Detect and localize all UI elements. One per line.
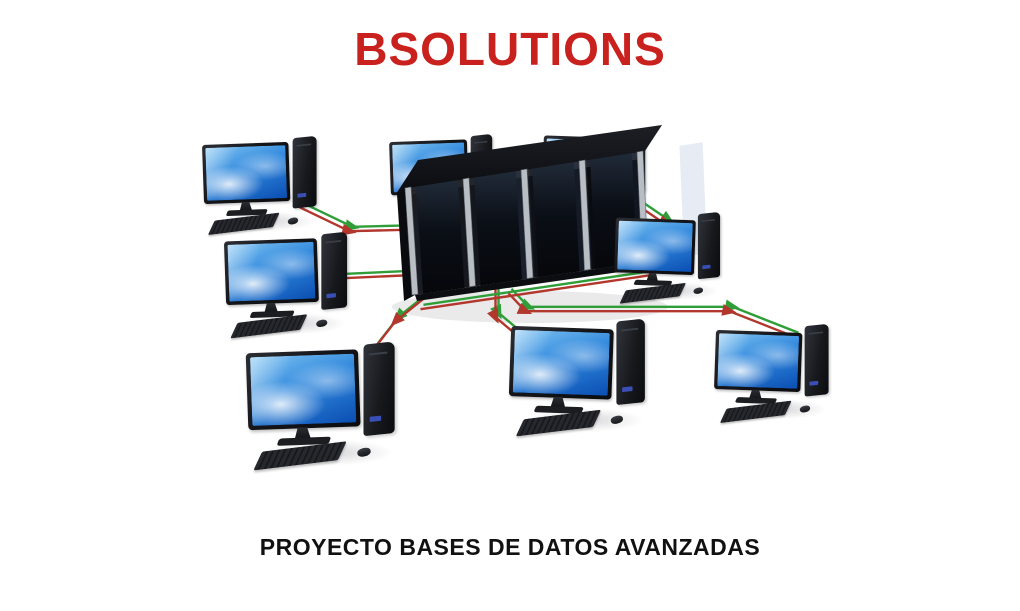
computer-tower bbox=[321, 231, 348, 311]
power-led bbox=[297, 192, 307, 198]
monitor-screen bbox=[717, 333, 800, 389]
rack-rail bbox=[404, 186, 419, 296]
page-title: BSOLUTIONS bbox=[354, 23, 666, 75]
drive-bay bbox=[325, 240, 342, 244]
rack-rail bbox=[578, 159, 591, 271]
drive-bay bbox=[368, 351, 388, 356]
network-cable-pair bbox=[420, 269, 654, 311]
computer-tower bbox=[363, 341, 395, 437]
monitor bbox=[614, 217, 696, 287]
drive-bay bbox=[296, 143, 311, 147]
server-rack-cluster bbox=[396, 125, 708, 301]
monitor-screen bbox=[512, 329, 610, 396]
rack-top-face bbox=[396, 125, 662, 194]
cable-red bbox=[507, 292, 796, 339]
network-cable-pair bbox=[373, 291, 430, 349]
computer-tower bbox=[804, 323, 829, 397]
monitor-screen bbox=[227, 241, 316, 302]
server-bay bbox=[416, 180, 465, 294]
ws-bottom-center bbox=[504, 318, 672, 440]
ws-bottom-left bbox=[240, 341, 424, 475]
page-subtitle: PROYECTO BASES DE DATOS AVANZADAS bbox=[259, 534, 761, 560]
drive-bay bbox=[621, 327, 639, 332]
monitor-screen bbox=[205, 145, 288, 201]
monitor bbox=[245, 349, 361, 446]
computer-tower bbox=[697, 211, 721, 280]
computer-tower bbox=[292, 135, 317, 209]
monitor-screen bbox=[617, 220, 693, 272]
network-diagram bbox=[175, 105, 875, 525]
monitor bbox=[713, 329, 803, 405]
monitor bbox=[201, 141, 291, 217]
rack-rail bbox=[462, 177, 476, 288]
server-bay bbox=[474, 171, 522, 286]
computer-tower bbox=[616, 318, 645, 406]
ws-top-left bbox=[198, 135, 339, 238]
drive-bay bbox=[701, 219, 715, 222]
monitor-screen bbox=[249, 353, 357, 426]
power-led bbox=[622, 386, 633, 393]
ws-bottom-right bbox=[710, 323, 851, 426]
power-led bbox=[369, 415, 382, 422]
cable-red bbox=[373, 296, 427, 349]
server-bay bbox=[532, 162, 580, 278]
rack-rail bbox=[520, 168, 534, 279]
drive-bay bbox=[808, 331, 823, 335]
power-led bbox=[326, 293, 336, 299]
power-led bbox=[809, 380, 819, 386]
cable-green bbox=[423, 269, 654, 306]
network-cable-pair bbox=[507, 287, 799, 339]
monitor bbox=[508, 325, 614, 414]
monitor bbox=[223, 238, 319, 319]
ws-mid-left bbox=[219, 231, 371, 342]
ws-right-mid bbox=[610, 211, 741, 307]
power-led bbox=[702, 264, 711, 270]
cable-red bbox=[420, 274, 651, 311]
